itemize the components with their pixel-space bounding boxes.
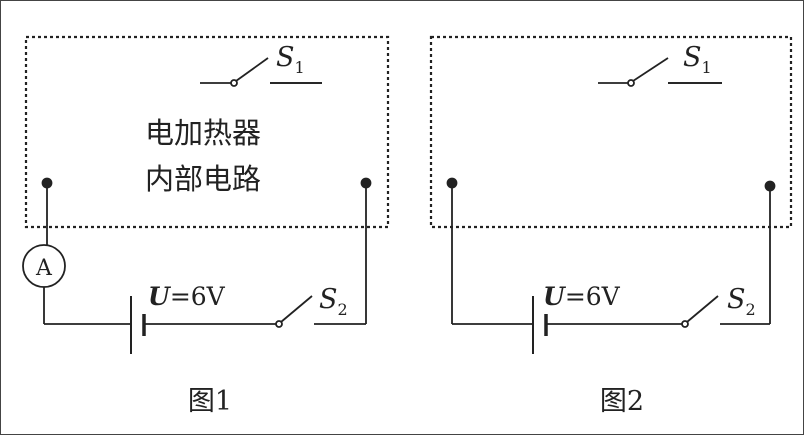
fig1-box-label-line2: 内部电路 bbox=[145, 162, 261, 196]
fig1-caption: 图1 bbox=[188, 386, 232, 417]
fig2-s1-label: S1 bbox=[683, 42, 712, 77]
fig2-source-label: U=6V bbox=[543, 282, 621, 311]
fig2-battery bbox=[532, 296, 548, 354]
fig2-switch-s2 bbox=[681, 295, 770, 328]
fig1-box-label-line1: 电加热器 bbox=[145, 116, 261, 150]
fig2-caption: 图2 bbox=[600, 386, 644, 417]
fig1-switch-s2 bbox=[275, 295, 366, 328]
fig1-source-label: U=6V bbox=[148, 282, 226, 311]
fig1-s1-label: S1 bbox=[276, 42, 305, 77]
fig1-s2-label: S2 bbox=[319, 284, 348, 319]
fig1-heater-box bbox=[24, 35, 390, 229]
fig2-s2-label: S2 bbox=[727, 284, 756, 319]
fig1-battery bbox=[130, 296, 146, 354]
fig2-heater-box bbox=[429, 35, 793, 229]
fig1-ammeter-label: A bbox=[35, 256, 53, 281]
